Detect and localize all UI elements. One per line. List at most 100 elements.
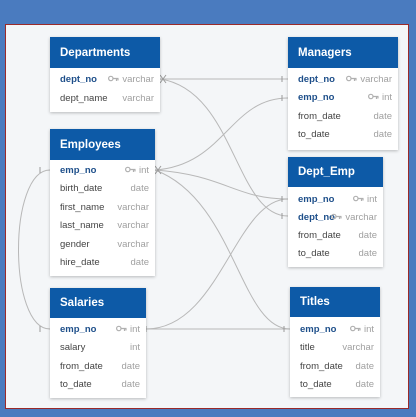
table-header[interactable]: Dept_Emp bbox=[288, 157, 383, 187]
column-row[interactable]: to_date date bbox=[288, 126, 398, 144]
column-type: date bbox=[359, 230, 378, 241]
column-type-label: date bbox=[130, 257, 150, 268]
key-icon bbox=[346, 74, 357, 85]
column-name: salary bbox=[60, 342, 86, 353]
column-row[interactable]: hire_date date bbox=[50, 254, 155, 272]
column-type-label: int bbox=[381, 92, 392, 103]
column-row[interactable]: dept_no varchar bbox=[288, 70, 398, 88]
column-type-label: date bbox=[373, 110, 393, 122]
column-type: varchar bbox=[346, 74, 392, 85]
key-icon bbox=[367, 92, 379, 103]
column-type-label: int bbox=[366, 193, 377, 205]
column-name: from_date bbox=[298, 229, 341, 241]
column-type-label: varchar bbox=[342, 342, 374, 353]
column-row[interactable]: gender varchar bbox=[50, 235, 155, 253]
key-icon bbox=[115, 324, 127, 335]
column-name: to_date bbox=[300, 379, 332, 390]
column-type-label: int bbox=[138, 164, 149, 176]
column-type: date bbox=[374, 129, 393, 140]
column-type-label: date bbox=[121, 360, 141, 372]
column-type: varchar bbox=[342, 342, 374, 353]
column-type-label: varchar bbox=[360, 73, 392, 85]
column-type: int bbox=[367, 92, 392, 103]
column-name: birth_date bbox=[60, 183, 103, 194]
column-type-label: varchar bbox=[117, 201, 149, 213]
column-type: varchar bbox=[108, 74, 154, 85]
column-name: to_date bbox=[298, 129, 330, 140]
column-type: date bbox=[122, 379, 141, 390]
column-type: date bbox=[122, 361, 141, 372]
column-type: date bbox=[131, 183, 150, 194]
table-managers[interactable]: Managers dept_no varchar emp_no int from_date… bbox=[288, 37, 398, 150]
column-type: date bbox=[131, 257, 150, 268]
column-type-label: varchar bbox=[117, 238, 149, 250]
column-name: hire_date bbox=[60, 257, 100, 268]
column-type-label: varchar bbox=[117, 220, 149, 231]
column-row[interactable]: from_date date bbox=[288, 226, 383, 244]
column-row[interactable]: birth_date date bbox=[50, 180, 155, 198]
column-name: gender bbox=[60, 238, 90, 250]
table-header[interactable]: Managers bbox=[288, 37, 398, 68]
column-type-label: date bbox=[355, 360, 375, 372]
column-type: varchar bbox=[122, 93, 154, 104]
column-type-label: date bbox=[373, 129, 393, 140]
column-type: date bbox=[356, 379, 375, 390]
column-row[interactable]: first_name varchar bbox=[50, 198, 155, 216]
key-icon bbox=[124, 165, 136, 176]
column-row[interactable]: to_date date bbox=[290, 376, 380, 394]
column-type-label: date bbox=[358, 247, 378, 259]
column-row[interactable]: salary int bbox=[50, 339, 146, 357]
column-name: dept_no bbox=[298, 211, 335, 223]
column-type-label: date bbox=[355, 379, 375, 390]
table-header[interactable]: Titles bbox=[290, 287, 380, 317]
column-type-label: date bbox=[121, 379, 141, 390]
column-type-label: date bbox=[358, 229, 378, 241]
column-name: emp_no bbox=[298, 92, 335, 103]
key-icon bbox=[349, 324, 361, 335]
key-icon bbox=[352, 194, 364, 205]
column-row[interactable]: from_date date bbox=[290, 357, 380, 375]
column-row[interactable]: to_date date bbox=[288, 244, 383, 262]
key-icon bbox=[331, 212, 342, 223]
column-type-label: date bbox=[130, 183, 150, 194]
column-name: to_date bbox=[298, 247, 330, 259]
column-type: varchar bbox=[331, 212, 377, 223]
column-name: dept_no bbox=[298, 73, 335, 85]
column-type: varchar bbox=[117, 239, 149, 250]
table-header[interactable]: Employees bbox=[50, 129, 155, 160]
column-name: emp_no bbox=[60, 323, 97, 335]
column-row[interactable]: emp_no int bbox=[50, 320, 146, 338]
column-row[interactable]: emp_no int bbox=[50, 161, 155, 179]
table-header[interactable]: Departments bbox=[50, 37, 160, 68]
column-type: date bbox=[359, 248, 378, 259]
column-type-label: int bbox=[129, 342, 140, 353]
column-type: date bbox=[374, 111, 393, 122]
column-name: emp_no bbox=[60, 164, 97, 176]
column-name: from_date bbox=[300, 360, 343, 372]
column-type-label: int bbox=[129, 323, 140, 335]
column-row[interactable]: from_date date bbox=[50, 357, 146, 375]
column-type-label: varchar bbox=[122, 73, 154, 85]
key-icon bbox=[108, 74, 119, 85]
column-type: int bbox=[124, 164, 149, 176]
column-name: first_name bbox=[60, 201, 105, 213]
column-type-label: varchar bbox=[122, 92, 154, 104]
column-row[interactable]: emp_no int bbox=[288, 89, 398, 107]
table-header[interactable]: Salaries bbox=[50, 288, 146, 318]
column-name: from_date bbox=[60, 360, 103, 372]
column-name: emp_no bbox=[300, 323, 337, 335]
